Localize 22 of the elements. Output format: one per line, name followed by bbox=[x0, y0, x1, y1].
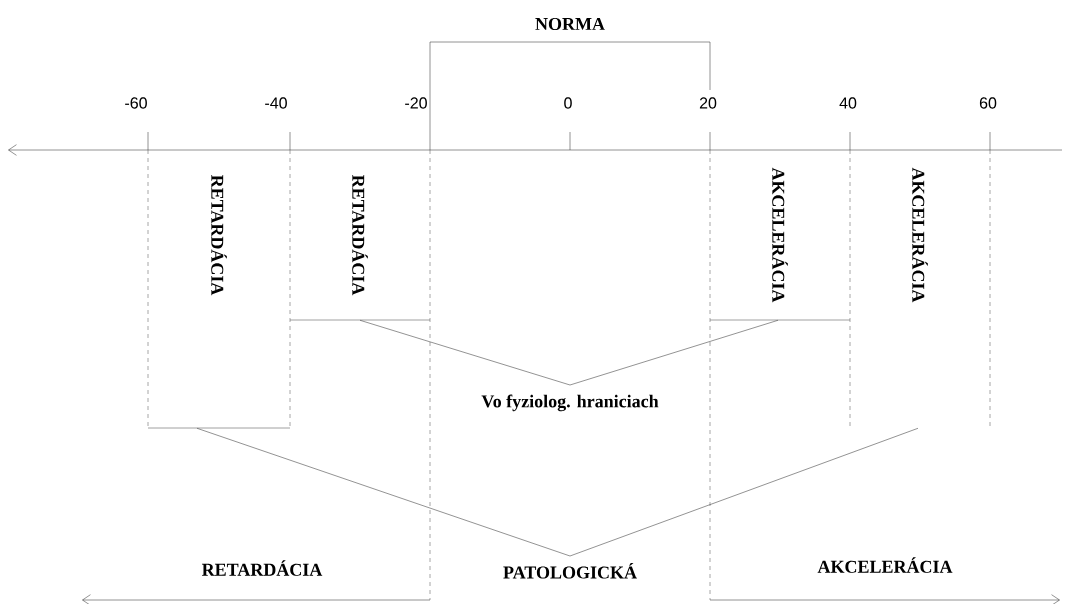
tick-label: -60 bbox=[125, 97, 147, 109]
range-label: Vo fyziolog. hraniciach bbox=[481, 394, 659, 412]
band-box bbox=[849, 149, 991, 429]
tick-label: 60 bbox=[979, 97, 997, 109]
leader-line bbox=[569, 428, 919, 557]
tick-label: -40 bbox=[265, 97, 287, 109]
vertical-label: AKCELERÁCIA bbox=[912, 167, 928, 303]
range-label: NORMA bbox=[535, 17, 605, 31]
range-label: PATOLOGICKÁ bbox=[503, 562, 637, 579]
leader-line bbox=[196, 428, 571, 557]
leader-line bbox=[359, 320, 571, 386]
band-box bbox=[147, 149, 291, 429]
vertical-label: RETARDÁCIA bbox=[352, 175, 368, 296]
tick-label: 40 bbox=[839, 97, 857, 109]
vertical-label: AKCELERÁCIA bbox=[772, 167, 788, 303]
tick-label: 0 bbox=[564, 97, 572, 109]
vertical-label: RETARDÁCIA bbox=[211, 175, 227, 296]
tick-label: -20 bbox=[405, 97, 427, 109]
leader-line bbox=[569, 320, 779, 386]
range-label: RETARDÁCIA bbox=[202, 560, 323, 576]
tick-label: 20 bbox=[699, 97, 717, 109]
range-label: AKCELERÁCIA bbox=[817, 557, 953, 573]
